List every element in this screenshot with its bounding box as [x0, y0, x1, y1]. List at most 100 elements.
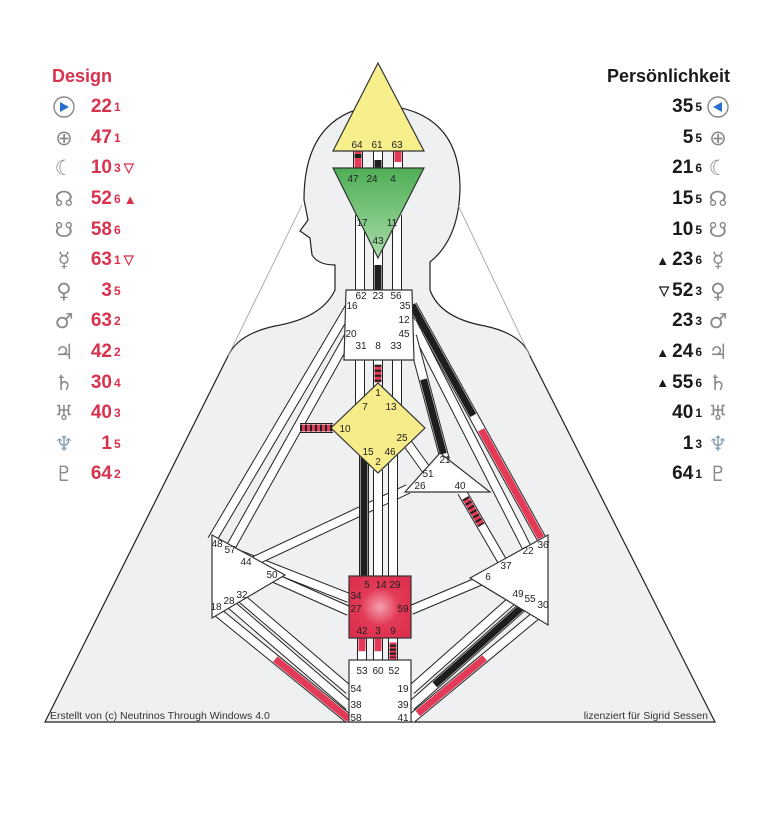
- gate-label: 61: [371, 140, 383, 151]
- gate-label: 16: [346, 301, 358, 312]
- gate-label: 38: [350, 700, 362, 711]
- gate-label: 10: [339, 424, 351, 435]
- gate-label: 46: [384, 447, 396, 458]
- gate-label: 56: [390, 291, 402, 302]
- gate-number: 1: [101, 432, 112, 454]
- gate-label: 30: [537, 600, 549, 611]
- gate-label: 60: [372, 666, 384, 677]
- gate-number: 40: [90, 402, 112, 424]
- gate-number: 23: [672, 310, 694, 332]
- venus-icon: ♀: [710, 278, 726, 303]
- gate-label: 26: [414, 481, 426, 492]
- gate-label: 27: [350, 604, 362, 615]
- gate-label: 47: [347, 174, 359, 185]
- gate-label: 25: [396, 433, 408, 444]
- gate-label: 39: [397, 700, 409, 711]
- line-number: 4: [114, 375, 121, 390]
- gate-label: 54: [350, 684, 362, 695]
- aura-line-left: [227, 204, 303, 357]
- channel-35-36: [407, 302, 550, 548]
- personality-title: Persönlichkeit: [606, 66, 730, 86]
- gate-number: 52: [90, 188, 112, 210]
- activation-segment: [420, 378, 447, 455]
- gate-label: 11: [387, 218, 398, 229]
- gate-number: 63: [90, 310, 112, 332]
- gate-label: 32: [236, 590, 248, 601]
- fixing-marker: ▽: [659, 282, 670, 298]
- gate-label: 12: [398, 315, 410, 326]
- gate-label: 43: [372, 236, 384, 247]
- gate-number: 5: [682, 126, 694, 148]
- channel-59-6: [409, 573, 489, 615]
- line-number: 1: [114, 100, 121, 115]
- south-node-icon: ☋: [708, 217, 728, 242]
- line-number: 1: [114, 130, 121, 145]
- gate-number: 1: [682, 432, 694, 454]
- saturn-icon: ♄: [708, 370, 728, 395]
- gate-label: 34: [350, 591, 362, 602]
- channel-50-27: [269, 572, 352, 616]
- uranus-icon: ♅: [54, 401, 74, 426]
- activation-segment: [478, 428, 545, 540]
- solar-plexus-center: [468, 533, 549, 627]
- gate-number: 10: [672, 218, 694, 240]
- fixing-marker: ▲: [656, 344, 670, 360]
- gate-label: 63: [391, 140, 403, 151]
- gate-label: 51: [422, 469, 434, 480]
- gate-label: 15: [362, 447, 374, 458]
- gate-label: 42: [356, 626, 368, 637]
- earth-icon: ⊕: [709, 125, 727, 150]
- line-number: 3: [695, 283, 702, 298]
- line-number: 2: [114, 345, 121, 360]
- line-number: 6: [695, 345, 702, 360]
- gate-label: 21: [439, 455, 451, 466]
- channel-39-55: [407, 596, 534, 710]
- gate-label: 3: [375, 626, 381, 637]
- gate-label: 50: [266, 570, 278, 581]
- line-number: 1: [114, 253, 121, 268]
- line-number: 2: [114, 467, 121, 482]
- venus-icon: ♀: [56, 278, 72, 303]
- line-number: 6: [114, 222, 121, 237]
- gate-label: 22: [522, 546, 534, 557]
- channel-20-57: [223, 331, 355, 555]
- gate-number: 64: [90, 463, 112, 485]
- channel-28-38: [224, 598, 353, 710]
- uranus-icon: ♅: [708, 401, 728, 426]
- gate-number: 24: [672, 341, 694, 363]
- gate-label: 35: [399, 301, 411, 312]
- gate-label: 36: [537, 540, 549, 551]
- gate-number: 21: [672, 157, 694, 179]
- gate-label: 7: [362, 402, 368, 413]
- pluto-icon: ♇: [708, 462, 728, 487]
- gate-label: 19: [397, 684, 409, 695]
- footer-credit: Erstellt von (c) Neutrinos Through Windo…: [50, 710, 270, 722]
- line-number: 3: [695, 436, 702, 451]
- earth-icon: ⊕: [55, 125, 73, 150]
- gate-label: 55: [524, 594, 536, 605]
- sun-icon: [706, 95, 730, 119]
- gate-label: 58: [350, 713, 362, 724]
- fixing-marker: ▽: [123, 160, 134, 176]
- gate-label: 59: [397, 604, 409, 615]
- channel-40-37: [457, 489, 510, 569]
- gate-label: 18: [210, 602, 222, 613]
- line-number: 1: [695, 406, 702, 421]
- line-number: 6: [114, 192, 121, 207]
